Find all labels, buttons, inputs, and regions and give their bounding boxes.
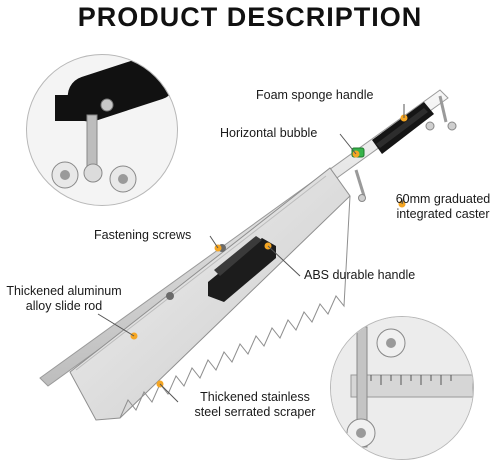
inset-caster-scale: [330, 316, 474, 460]
label-slide-rod-line1: Thickened aluminum: [6, 284, 122, 298]
caster-bracket: [354, 95, 457, 202]
leader-abs: [267, 245, 301, 277]
inset-caster-scale-art: [331, 317, 473, 459]
page-title: PRODUCT DESCRIPTION: [77, 2, 423, 32]
label-scraper: Thickened stainless steel serrated scrap…: [180, 390, 330, 420]
label-caster: 60mm graduated integrated caster: [388, 192, 498, 222]
label-scraper-line2: steel serrated scraper: [194, 405, 316, 419]
leader-caster: [401, 195, 405, 205]
label-horizontal-bubble: Horizontal bubble: [220, 126, 318, 140]
label-scraper-line1: Thickened stainless: [200, 390, 310, 404]
label-foam-handle: Foam sponge handle: [256, 88, 374, 102]
label-caster-line2: integrated caster: [396, 207, 490, 221]
label-caster-line1: 60mm graduated: [395, 192, 491, 206]
label-abs-handle: ABS durable handle: [304, 268, 416, 282]
label-slide-rod-line2: alloy slide rod: [25, 299, 103, 313]
inset-caster-top: [26, 54, 178, 206]
label-fastening-screws: Fastening screws: [94, 228, 192, 242]
label-slide-rod: Thickened aluminum alloy slide rod: [0, 284, 128, 314]
inset-caster-top-art: [51, 55, 177, 193]
leader-rod: [97, 313, 135, 337]
foam-handle: [372, 102, 434, 154]
leader-screws: [209, 235, 219, 249]
abs-handle: [208, 236, 276, 302]
leader-scraper: [159, 383, 179, 403]
leader-bubble: [339, 133, 357, 155]
